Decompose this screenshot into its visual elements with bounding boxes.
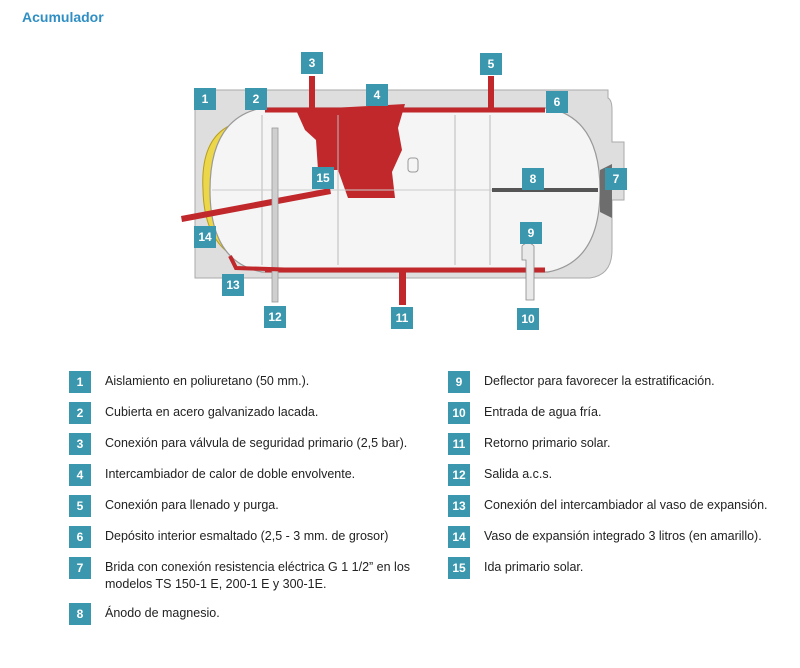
legend-item-14: 14 Vaso de expansión integrado 3 litros … [448,526,794,548]
callout-5: 5 [480,53,502,75]
legend-item-1: 1 Aislamiento en poliuretano (50 mm.). [69,371,435,393]
legend-text: Deflector para favorecer la estratificac… [484,374,715,388]
legend-text: Salida a.c.s. [484,467,553,481]
callout-8: 8 [522,168,544,190]
callout-4: 4 [366,84,388,106]
legend-item-3: 3 Conexión para válvula de seguridad pri… [69,433,435,455]
legend-item-2: 2 Cubierta en acero galvanizado lacada. [69,402,435,424]
legend-item-11: 11 Retorno primario solar. [448,433,794,455]
legend-number: 4 [69,464,91,486]
callout-13: 13 [222,274,244,296]
legend-item-4: 4 Intercambiador de calor de doble envol… [69,464,435,486]
legend-text: Vaso de expansión integrado 3 litros (en… [484,529,762,543]
legend-number: 10 [448,402,470,424]
legend-number: 2 [69,402,91,424]
callout-10: 10 [517,308,539,330]
legend-item-6: 6 Depósito interior esmaltado (2,5 - 3 m… [69,526,435,548]
legend-number: 8 [69,603,91,625]
callout-9: 9 [520,222,542,244]
legend-number: 7 [69,557,91,579]
solar-flow-pipe [181,188,331,222]
callout-1: 1 [194,88,216,110]
legend-text: Intercambiador de calor de doble envolve… [105,467,356,481]
legend-text: Brida con conexión resistencia eléctrica… [105,560,411,591]
legend-number: 3 [69,433,91,455]
legend-text: Retorno primario solar. [484,436,611,450]
legend-item-13: 13 Conexión del intercambiador al vaso d… [448,495,794,517]
legend-number: 9 [448,371,470,393]
callout-2: 2 [245,88,267,110]
legend-item-9: 9 Deflector para favorecer la estratific… [448,371,794,393]
legend-item-10: 10 Entrada de agua fría. [448,402,794,424]
callout-12: 12 [264,306,286,328]
callout-6: 6 [546,91,568,113]
cold-water-inlet [521,242,535,301]
legend-number: 11 [448,433,470,455]
legend-text: Cubierta en acero galvanizado lacada. [105,405,319,419]
callout-11: 11 [391,307,413,329]
callout-3: 3 [301,52,323,74]
legend-item-5: 5 Conexión para llenado y purga. [69,495,435,517]
legend-text: Conexión para válvula de seguridad prima… [105,436,408,450]
legend-number: 14 [448,526,470,548]
page-title: Acumulador [22,9,104,25]
callout-15: 15 [312,167,334,189]
legend-item-7: 7 Brida con conexión resistencia eléctri… [69,557,435,593]
legend-number: 13 [448,495,470,517]
tank-illustration [181,76,625,305]
legend-text: Conexión para llenado y purga. [105,498,279,512]
legend-item-15: 15 Ida primario solar. [448,557,794,579]
legend-text: Conexión del intercambiador al vaso de e… [484,498,768,512]
legend-text: Aislamiento en poliuretano (50 mm.). [105,374,310,388]
callout-14: 14 [194,226,216,248]
callout-7: 7 [605,168,627,190]
legend-number: 5 [69,495,91,517]
legend-text: Depósito interior esmaltado (2,5 - 3 mm.… [105,529,389,543]
legend-number: 15 [448,557,470,579]
legend-text: Entrada de agua fría. [484,405,602,419]
legend-number: 1 [69,371,91,393]
exchanger-cutaway [296,104,405,198]
tank-diagram: 1 2 3 4 5 6 7 8 9 10 11 12 13 14 15 [181,52,627,330]
legend-text: Ánodo de magnesio. [105,606,220,620]
legend-item-12: 12 Salida a.c.s. [448,464,794,486]
legend-number: 6 [69,526,91,548]
legend-text: Ida primario solar. [484,560,584,574]
legend-number: 12 [448,464,470,486]
legend-item-8: 8 Ánodo de magnesio. [69,603,435,625]
